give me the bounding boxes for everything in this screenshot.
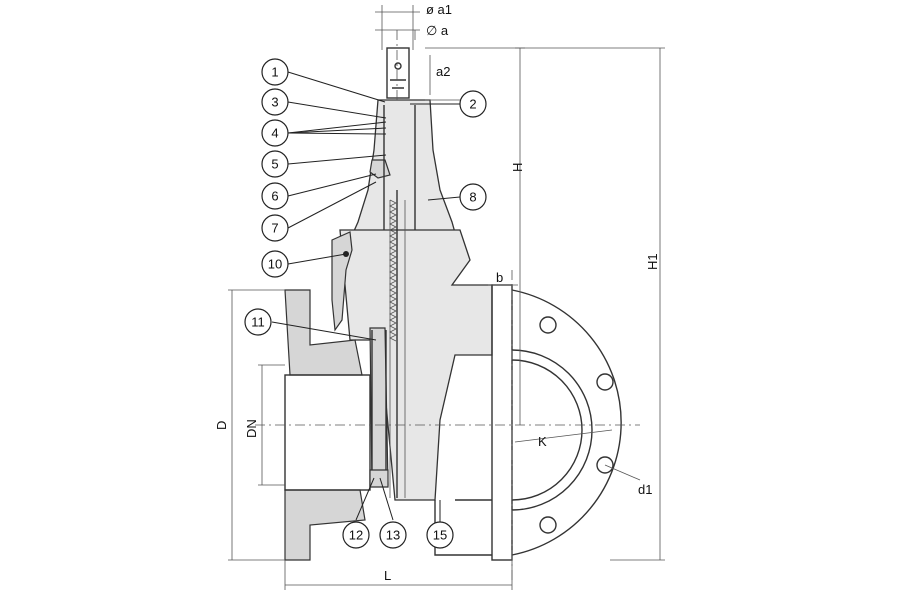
valve-body bbox=[331, 190, 493, 501]
callout-7: 7 bbox=[261, 214, 289, 242]
dim-H: H bbox=[510, 163, 525, 172]
callout-leaders bbox=[271, 71, 461, 522]
dim-d1: d1 bbox=[638, 482, 652, 497]
callout-label: 6 bbox=[271, 189, 278, 204]
callout-1: 1 bbox=[261, 58, 289, 86]
dim-a2: a2 bbox=[436, 64, 450, 79]
callout-label: 13 bbox=[386, 528, 400, 543]
bonnet bbox=[348, 99, 458, 241]
callout-label: 2 bbox=[469, 97, 476, 112]
callout-label: 10 bbox=[268, 257, 282, 272]
callout-8: 8 bbox=[459, 183, 487, 211]
callout-3: 3 bbox=[261, 88, 289, 116]
dim-DN: DN bbox=[244, 419, 259, 438]
callout-5: 5 bbox=[261, 150, 289, 178]
callout-6: 6 bbox=[261, 182, 289, 210]
callout-label: 1 bbox=[271, 65, 278, 80]
callout-13: 13 bbox=[379, 521, 407, 549]
callout-label: 7 bbox=[271, 221, 278, 236]
callout-label: 15 bbox=[433, 528, 447, 543]
callout-label: 3 bbox=[271, 95, 278, 110]
dim-a1: ø a1 bbox=[426, 2, 452, 17]
callout-label: 12 bbox=[349, 528, 363, 543]
callout-2: 2 bbox=[459, 90, 487, 118]
dim-a: ∅ a bbox=[426, 23, 449, 38]
dimension-lines bbox=[228, 11, 665, 590]
callout-11: 11 bbox=[244, 308, 272, 336]
stem-cap bbox=[381, 5, 414, 99]
right-flange bbox=[434, 284, 622, 561]
dim-H1: H1 bbox=[645, 253, 660, 270]
callout-12: 12 bbox=[342, 521, 370, 549]
dim-D: D bbox=[214, 421, 229, 430]
callout-4: 4 bbox=[261, 119, 289, 147]
left-flange bbox=[284, 289, 389, 561]
dim-K: K bbox=[538, 434, 547, 449]
callout-label: 8 bbox=[469, 190, 476, 205]
center-lines bbox=[255, 30, 640, 580]
callout-label: 5 bbox=[271, 157, 278, 172]
dim-b: b bbox=[496, 270, 503, 285]
callout-label: 4 bbox=[271, 126, 278, 141]
callout-10: 10 bbox=[261, 250, 289, 278]
dim-L: L bbox=[384, 568, 391, 583]
callout-15: 15 bbox=[426, 521, 454, 549]
callout-label: 11 bbox=[251, 315, 265, 330]
